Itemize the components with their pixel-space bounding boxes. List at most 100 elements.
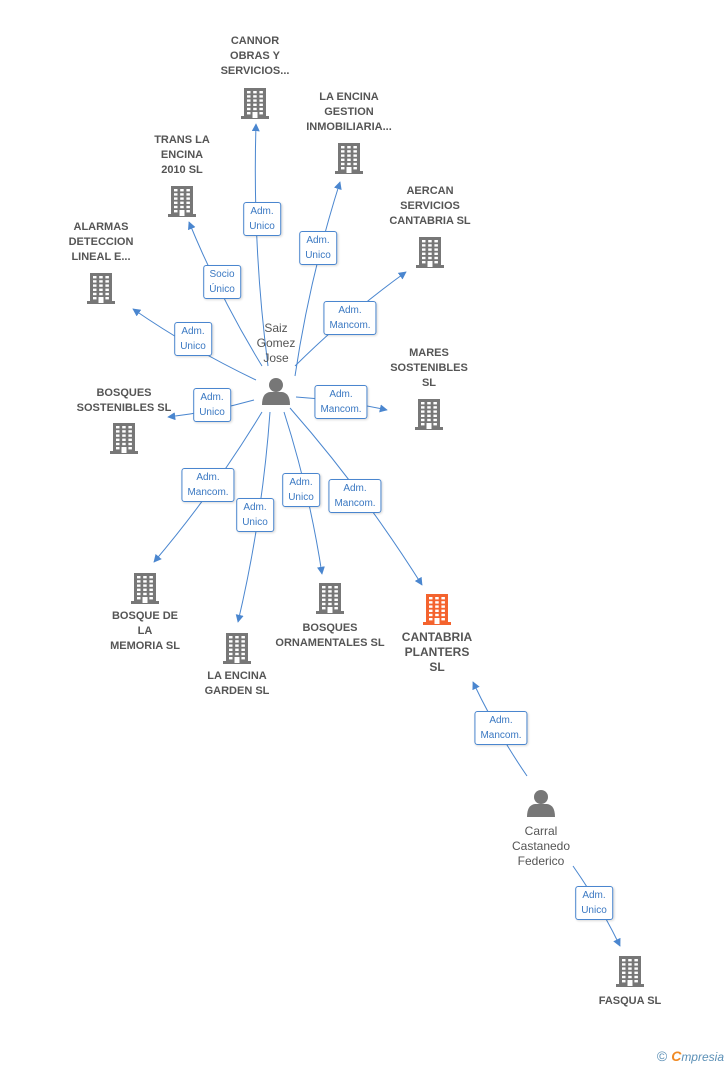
label-line: Jose xyxy=(263,351,289,365)
company-building-icon[interactable] xyxy=(415,399,443,430)
label-line: ENCINA xyxy=(160,149,204,161)
edge-label-line: Único xyxy=(209,284,235,295)
edge-label[interactable]: Adm. Mancom. xyxy=(181,468,235,502)
edges-layer xyxy=(132,123,621,947)
edge-label[interactable]: Adm. Mancom. xyxy=(474,711,528,745)
edge-label-line: Adm. xyxy=(582,890,606,901)
edge-label-line: Adm. xyxy=(250,206,274,217)
edge-saiz-to-la-encina-gestion xyxy=(294,181,342,377)
edge-label-line: Mancom. xyxy=(320,404,362,415)
edge-label-line: Adm. xyxy=(338,305,362,316)
label-line: SOSTENIBLES SL xyxy=(76,402,172,414)
brand-logo: Cmpresia xyxy=(671,1048,724,1064)
company-building-icon[interactable] xyxy=(223,633,251,664)
edge-saiz-to-cannor xyxy=(251,123,269,367)
company-building-icon[interactable] xyxy=(335,143,363,174)
company-label-trans-la-encina[interactable]: TRANS LA ENCINA 2010 SL xyxy=(154,133,210,178)
company-label-bosques-sostenibles[interactable]: BOSQUES SOSTENIBLES SL xyxy=(77,386,172,416)
label-line: 2010 SL xyxy=(161,164,203,176)
company-building-icon[interactable] xyxy=(131,573,159,604)
label-line: GESTION xyxy=(324,106,374,118)
edge-label-line: Unico xyxy=(305,250,331,261)
company-building-icon[interactable] xyxy=(416,237,444,268)
label-line: SERVICIOS xyxy=(400,200,460,212)
label-line: Carral xyxy=(524,824,558,838)
edge-label[interactable]: Adm.Mancom. xyxy=(328,479,382,513)
label-line: SL xyxy=(429,660,445,674)
company-building-icon[interactable] xyxy=(241,88,269,119)
company-building-icon[interactable] xyxy=(87,273,115,304)
label-line: BOSQUES xyxy=(96,387,152,399)
label-line: MEMORIA SL xyxy=(110,640,180,652)
edge-label-line: Adm. xyxy=(306,235,330,246)
edge-label[interactable]: Adm. Unico xyxy=(575,886,613,920)
label-line: PLANTERS xyxy=(404,645,470,659)
edge-label-line: Adm. xyxy=(489,715,513,726)
label-line: LA xyxy=(137,625,153,637)
label-line: Federico xyxy=(517,854,565,868)
label-line: Castanedo xyxy=(511,839,571,853)
edge-label[interactable]: Adm. Unico xyxy=(243,202,281,236)
edge-label[interactable]: Adm. Unico xyxy=(299,231,337,265)
edge-label-line: Adm. xyxy=(181,326,205,337)
label-line: INMOBILIARIA... xyxy=(306,121,392,133)
label-line: SOSTENIBLES xyxy=(390,362,468,374)
copyright-mark: © xyxy=(656,1048,668,1064)
label-line: CANTABRIA xyxy=(401,630,473,644)
label-line: ALARMAS xyxy=(73,221,129,233)
label-line: Gomez xyxy=(256,336,296,350)
edge-label-line: Unico xyxy=(581,905,607,916)
focus-company-building-icon[interactable] xyxy=(423,594,451,625)
edge-label-line: Adm. xyxy=(200,392,224,403)
company-label-la-encina-gestion[interactable]: LA ENCINA GESTION INMOBILIARIA... xyxy=(306,90,392,135)
edge-label-line: Adm. xyxy=(196,472,220,483)
edge-label-line: Unico xyxy=(288,492,314,503)
edge-label-line: Adm. xyxy=(289,477,313,488)
label-line: OBRAS Y xyxy=(230,50,280,62)
edge-label-line: Unico xyxy=(199,407,225,418)
company-label-fasqua[interactable]: FASQUA SL xyxy=(599,994,662,1009)
label-line: BOSQUE DE xyxy=(111,610,178,622)
edge-label-line: Mancom. xyxy=(187,487,229,498)
edge-label-line: Mancom. xyxy=(480,730,522,741)
edge-label[interactable]: Adm. Mancom. xyxy=(314,385,368,419)
brand-initial: C xyxy=(671,1048,682,1064)
edge-label[interactable]: Adm. Unico xyxy=(174,322,212,356)
edge-label-line: Unico xyxy=(180,341,206,352)
company-building-icon[interactable] xyxy=(168,186,196,217)
person-icon[interactable] xyxy=(527,790,555,817)
label-line: AERCAN xyxy=(406,185,454,197)
edge-label-line: Adm. xyxy=(329,389,353,400)
label-line: DETECCION xyxy=(68,236,134,248)
label-line: TRANS LA xyxy=(154,134,210,146)
company-building-icon[interactable] xyxy=(316,583,344,614)
edge-label-line: Unico xyxy=(242,517,268,528)
label-line: ORNAMENTALES SL xyxy=(275,637,385,649)
label-line: LA ENCINA xyxy=(319,91,379,103)
person-icon[interactable] xyxy=(262,378,290,405)
edge-label[interactable]: Adm. Unico xyxy=(282,473,320,507)
footer-brand[interactable]: © Cmpresia xyxy=(657,1048,724,1064)
company-building-icon[interactable] xyxy=(110,423,138,454)
edge-label-line: Unico xyxy=(249,221,275,232)
edge-label-line: Adm. xyxy=(243,502,267,513)
edge-label[interactable]: Adm. Unico xyxy=(193,388,231,422)
icons-layer xyxy=(87,88,644,987)
edge-label[interactable]: Adm.Mancom. xyxy=(323,301,377,335)
company-label-bosque-memoria[interactable]: BOSQUE DE LA MEMORIA SL xyxy=(110,609,180,654)
edge-label[interactable]: Adm. Unico xyxy=(236,498,274,532)
company-building-icon[interactable] xyxy=(616,956,644,987)
brand-name: mpresia xyxy=(681,1050,724,1064)
edge-label-line: Adm. xyxy=(343,483,367,494)
